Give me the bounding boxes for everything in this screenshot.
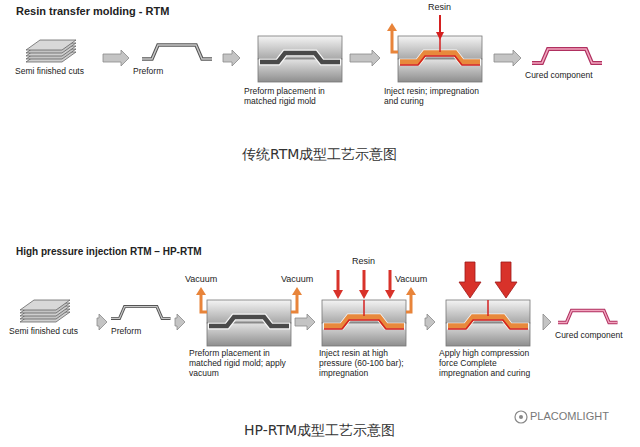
step-caption: Semi finished cuts — [8, 326, 94, 336]
flow-arrow — [425, 314, 435, 330]
step-caption: Preform placement in matched rigid mold — [243, 86, 347, 106]
flow-arrow — [494, 50, 521, 66]
step-caption: Semi finished cuts — [14, 66, 100, 76]
process-step: Preform — [110, 300, 172, 336]
step-caption: Preform placement in matched rigid mold;… — [188, 348, 292, 379]
process-step: Cured component — [554, 302, 630, 340]
flow-arrow — [223, 50, 240, 66]
step-caption: Inject resin at high pressure (60-100 ba… — [318, 348, 422, 379]
step-caption: Preform — [110, 326, 172, 336]
process-step: Preform placement in matched rigid mold;… — [188, 296, 292, 379]
flow-arrow — [295, 314, 315, 330]
step-caption: Inject resin; impregnation and curing — [383, 86, 491, 106]
flow-arrow — [103, 50, 129, 66]
flow-arrow — [543, 314, 551, 330]
watermark: PLACOMLIGHT — [530, 410, 609, 423]
flow-arrow — [97, 314, 107, 330]
section-title: Resin transfer molding - RTM — [16, 5, 169, 18]
process-step: Preform placement in matched rigid mold — [243, 34, 347, 106]
flow-label: Resin — [428, 2, 451, 13]
process-step: Semi finished cuts — [14, 38, 100, 76]
flow-label: Vacuum — [185, 274, 217, 285]
step-caption: Apply high compression force Complete im… — [438, 348, 540, 379]
step-caption: Cured component — [524, 70, 610, 80]
flow-label: Vacuum — [395, 274, 427, 285]
flow-arrow — [175, 314, 185, 330]
figure-caption: 传统RTM成型工艺示意图 — [242, 146, 397, 163]
process-step: Apply high compression force Complete im… — [438, 296, 540, 379]
step-caption: Cured component — [554, 330, 630, 340]
flow-arrow — [350, 50, 380, 66]
step-caption: Preform — [132, 66, 220, 76]
flow-label: Resin — [352, 256, 375, 267]
process-step: Inject resin at high pressure (60-100 ba… — [318, 296, 422, 379]
process-step: Preform — [132, 40, 220, 76]
process-step: Cured component — [524, 42, 610, 80]
process-step: Inject resin; impregnation and curing — [383, 34, 491, 106]
figure-caption: HP-RTM成型工艺示意图 — [244, 422, 395, 439]
section-title: High pressure injection RTM – HP-RTM — [16, 246, 202, 258]
flow-label: Vacuum — [281, 274, 313, 285]
process-step: Semi finished cuts — [8, 298, 94, 336]
